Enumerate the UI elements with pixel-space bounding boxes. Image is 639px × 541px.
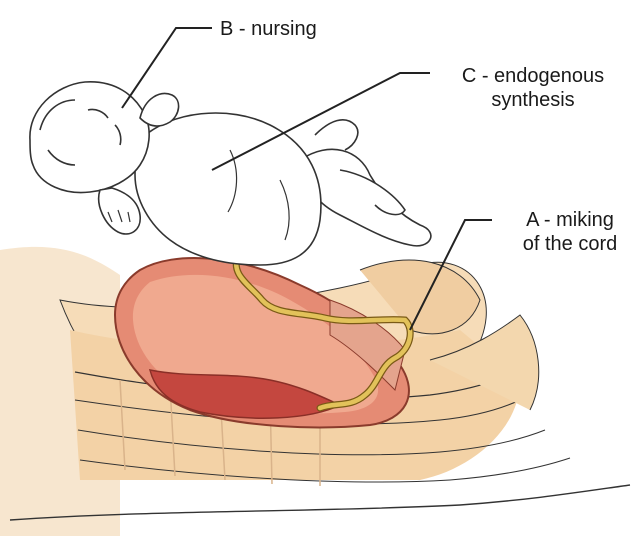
label-c-endogenous-synthesis: C - endogenous synthesis — [438, 64, 628, 112]
label-c-line2: synthesis — [438, 88, 628, 112]
label-c-line1: C - endogenous — [438, 64, 628, 88]
label-a-line1: A - miking — [500, 208, 639, 232]
label-b-nursing: B - nursing — [220, 17, 317, 41]
baby — [30, 82, 431, 265]
label-a-milking-of-the-cord: A - miking of the cord — [500, 208, 639, 256]
label-a-line2: of the cord — [500, 232, 639, 256]
